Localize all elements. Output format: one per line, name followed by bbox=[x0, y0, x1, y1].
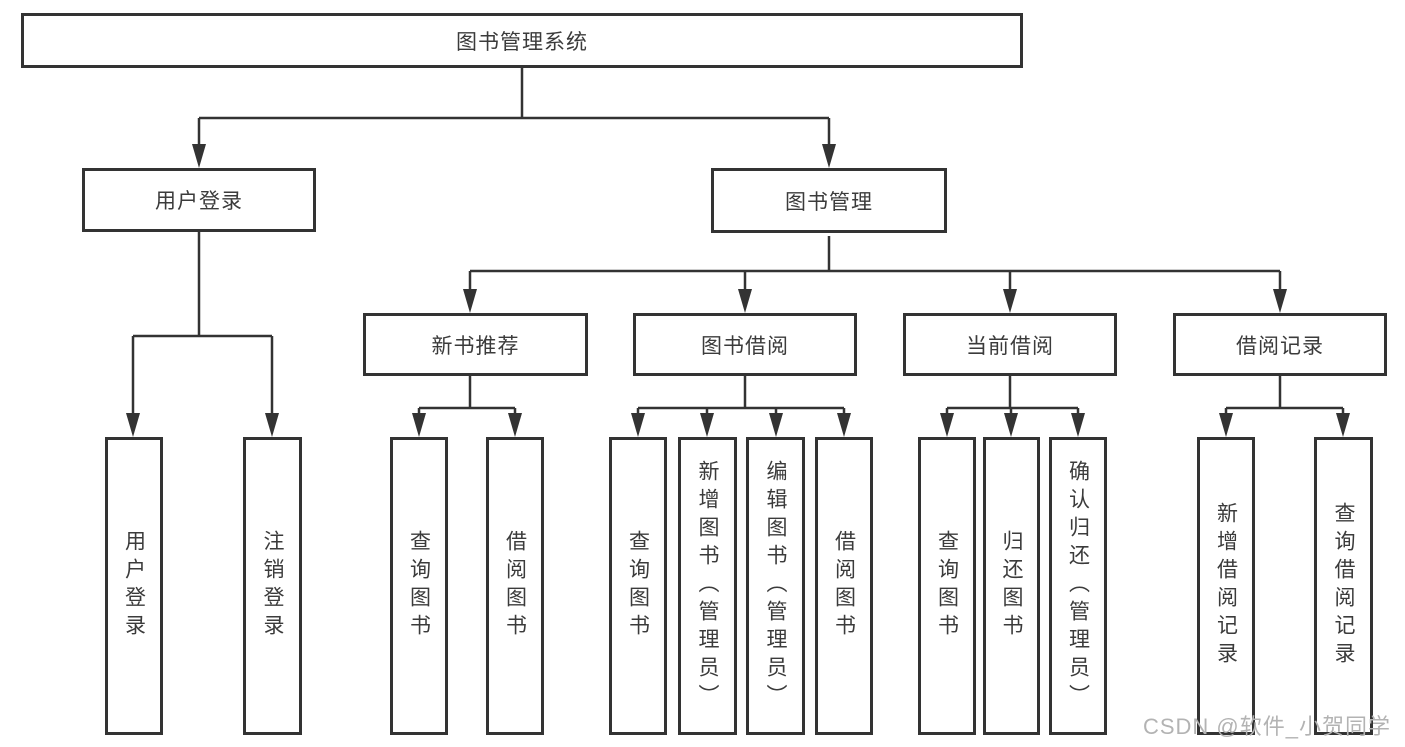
leaf-current-confirm-return-admin: 确认归还（管理员） bbox=[1049, 437, 1107, 735]
leaf-borrowing-query-books: 查询图书 bbox=[609, 437, 667, 735]
leaf-logout: 注销登录 bbox=[243, 437, 302, 735]
csdn-watermark: CSDN @软件_小贺同学 bbox=[1142, 714, 1391, 739]
node-new-books: 新书推荐 bbox=[363, 313, 588, 376]
leaf-borrowing-add-books-admin: 新增图书（管理员） bbox=[678, 437, 737, 735]
leaf-current-return-books: 归还图书 bbox=[983, 437, 1040, 735]
leaf-user-login: 用户登录 bbox=[105, 437, 163, 735]
node-book-borrowing: 图书借阅 bbox=[633, 313, 857, 376]
leaf-borrowing-edit-books-admin: 编辑图书（管理员） bbox=[746, 437, 805, 735]
leaf-records-add-record: 新增借阅记录 bbox=[1197, 437, 1255, 735]
leaf-records-query-record: 查询借阅记录 bbox=[1314, 437, 1373, 735]
leaf-borrowing-borrow-books: 借阅图书 bbox=[815, 437, 873, 735]
leaf-current-query-books: 查询图书 bbox=[918, 437, 976, 735]
node-current-borrowing: 当前借阅 bbox=[903, 313, 1117, 376]
node-root-system: 图书管理系统 bbox=[21, 13, 1023, 68]
node-user-login: 用户登录 bbox=[82, 168, 316, 232]
leaf-newbooks-query-books: 查询图书 bbox=[390, 437, 448, 735]
leaf-newbooks-borrow-books: 借阅图书 bbox=[486, 437, 544, 735]
node-borrowing-records: 借阅记录 bbox=[1173, 313, 1387, 376]
node-book-management: 图书管理 bbox=[711, 168, 947, 233]
